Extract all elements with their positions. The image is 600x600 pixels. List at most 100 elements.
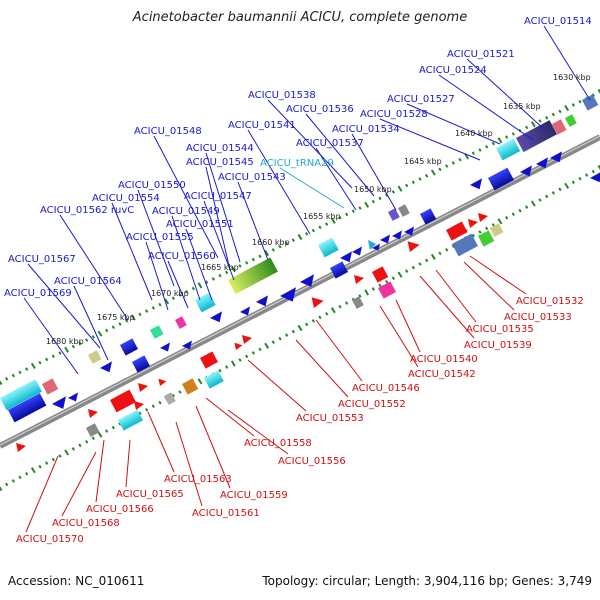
label-leader-line [175,421,203,507]
tick-row-lower [545,194,549,199]
gene-arrow-reverse [407,241,420,252]
gene-label: ACICU_01554 [92,193,160,204]
tick-row-lower [78,443,82,448]
label-leader-line [125,439,131,488]
tick-row-upper [238,264,242,268]
tick-row-lower [338,304,342,309]
gene-label: ACICU_01549 [152,206,220,217]
tick-row-lower [58,454,62,458]
label-leader-line [171,215,201,301]
tick-row-upper [18,370,22,375]
tick-row-lower [64,449,70,456]
gene-feature-forward [42,378,59,395]
tick-row-lower [505,215,509,220]
gene-label: ACICU_01528 [360,109,428,120]
gene-feature-forward [175,316,187,329]
gene-arrow-forward [590,172,600,183]
tick-row-lower [71,447,75,451]
tick-row-upper [571,103,575,107]
label-leader-line [27,263,101,349]
tick-row-lower [138,411,142,416]
label-leader-line [227,409,289,455]
tick-row-upper [251,257,255,262]
gene-feature-forward [330,261,348,279]
tick-row-lower [30,467,36,474]
tick-row-upper [78,341,82,346]
tick-row-upper [505,135,509,139]
gene-features [0,94,600,452]
gene-feature-forward [488,167,514,191]
tick-row-lower [445,247,449,252]
gene-arrow-forward [372,243,380,251]
gene-label: ACICU_01535 [466,324,534,335]
label-leader-line [463,261,515,311]
tick-row-lower [597,164,600,172]
gene-label: ACICU_01562 ruvC [40,205,134,216]
gene-label: ACICU_01539 [464,340,532,351]
tick-row-upper [285,241,289,246]
tick-row-upper [425,173,429,178]
label-leader-line [147,411,175,473]
tick-row-upper [97,330,103,337]
gene-label: ACICU_01536 [286,104,354,115]
gene-arrow-forward [470,178,482,190]
gene-label: ACICU_01524 [419,65,487,76]
tick-row-upper [497,137,503,144]
tick-row-lower [251,351,255,355]
gene-label: ACICU_01543 [218,172,286,183]
gene-feature-reverse [118,409,144,431]
gene-label: ACICU_01533 [504,312,572,323]
label-leader-line [205,166,231,271]
label-leader-line [73,285,109,361]
tick-row-lower [411,265,415,270]
gene-arrow-forward [160,342,170,352]
tick-row-upper [111,325,115,330]
gene-feature-reverse [452,233,478,257]
tick-row-lower [151,404,155,409]
tick-row-upper [158,302,162,307]
tick-row-upper [211,277,215,281]
tick-row-upper [430,169,436,176]
tick-row-upper [451,161,455,165]
tick-row-upper [318,225,322,230]
tick-row-upper [105,328,109,333]
accession-text: Accession: NC_010611 [8,574,145,588]
tick-row-lower [485,226,489,231]
kbp-tick-label: 1640 kbp [455,129,493,138]
tick-row-upper [464,153,470,160]
tick-row-lower [511,212,515,217]
tick-row-lower [145,407,149,412]
tick-row-lower [345,301,349,305]
gene-arrow-forward [240,306,250,316]
tick-row-upper [397,185,403,192]
gene-label: ACICU_01569 [4,288,72,299]
gene-arrow-reverse [158,378,167,386]
tick-row-upper [91,335,95,339]
tick-row-lower [225,365,229,369]
tick-row-lower [311,319,315,323]
tick-row-lower [358,294,362,298]
gene-arrow-forward [404,226,414,236]
label-leader-line [145,241,169,311]
tick-row-upper [218,273,222,278]
label-leader-line [438,74,534,141]
gene-feature-forward [565,114,577,127]
label-leader-line [137,189,175,287]
label-leader-line [379,118,481,161]
gene-label: ACICU_01566 [86,504,154,515]
gene-arrow-forward [280,287,296,302]
gene-arrow-forward [100,361,112,373]
tick-row-upper [278,244,282,249]
label-leader-line [543,25,591,101]
label-leader-line [205,397,255,437]
tick-row-upper [471,151,475,156]
tick-row-upper [551,112,555,117]
tick-row-upper [5,376,9,381]
tick-row-upper [364,201,370,208]
gene-arrow-reverse [16,443,26,452]
tick-row-upper [371,199,375,204]
page-title: Acinetobacter baumannii ACICU, complete … [132,10,468,25]
tick-row-upper [25,367,29,371]
label-leader-line [205,152,241,263]
backbone-highlight [0,135,600,446]
